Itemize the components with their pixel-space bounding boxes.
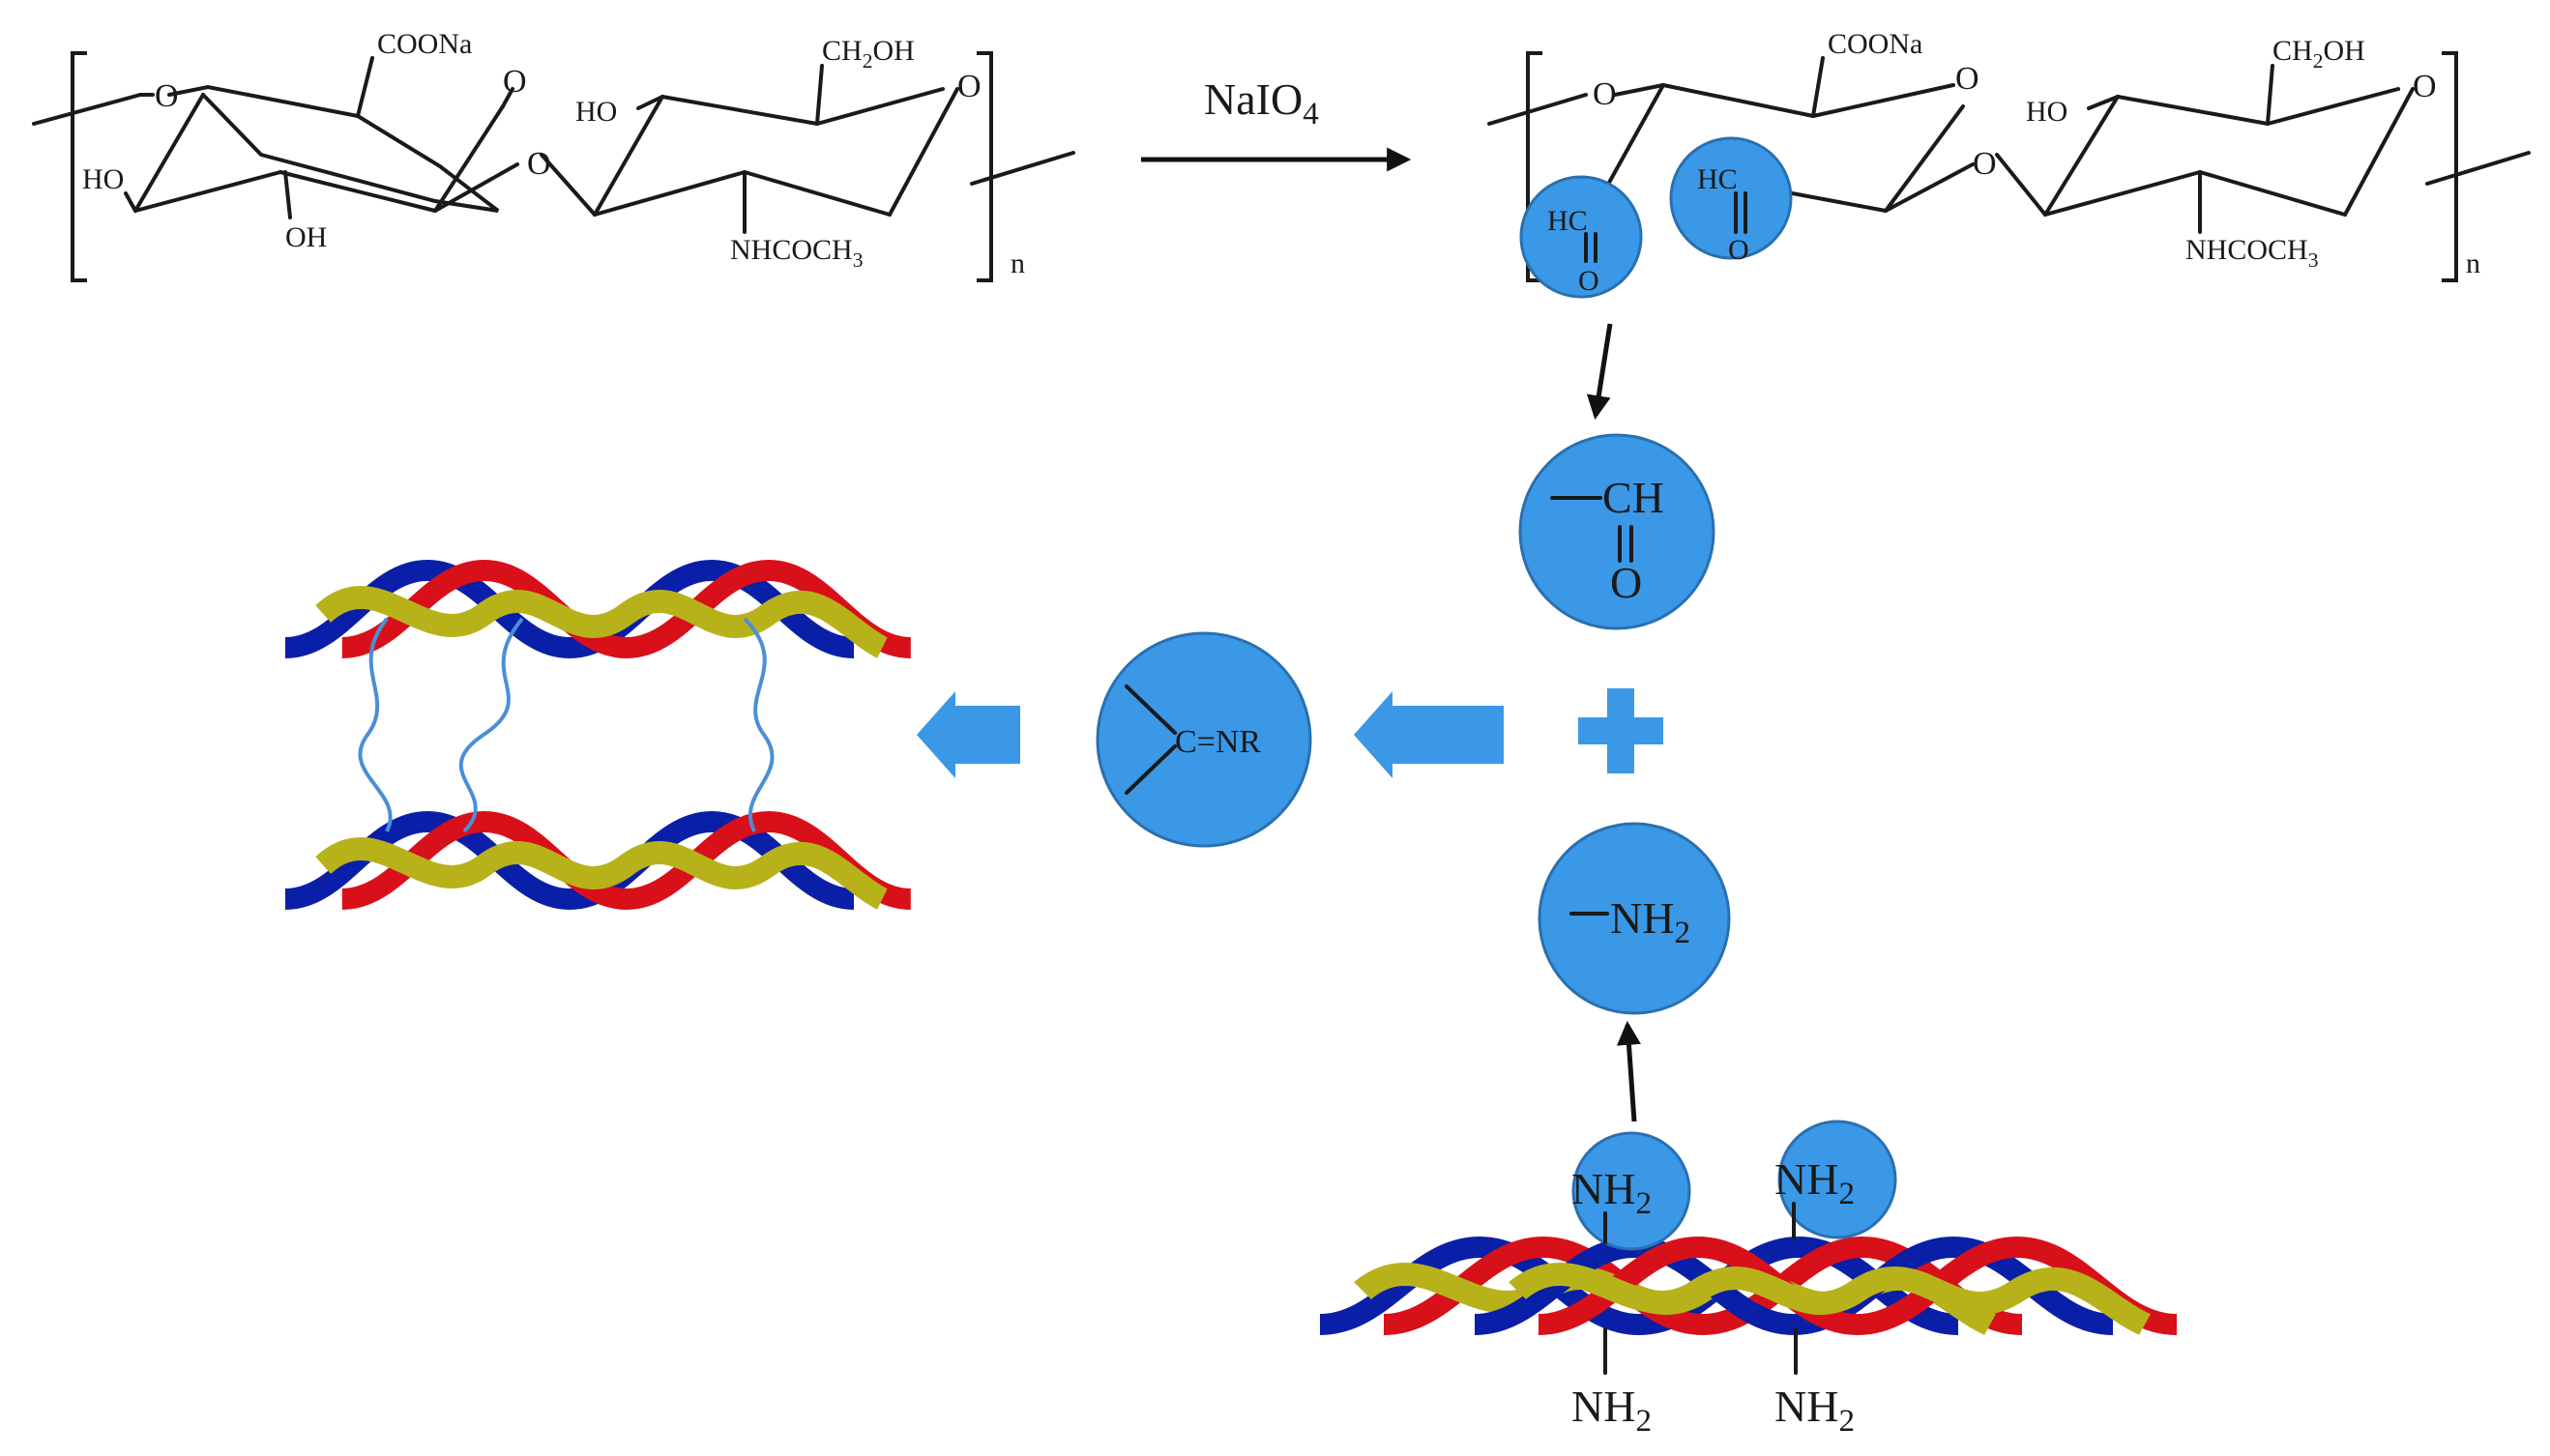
svg-text:NH2: NH2 (1774, 1154, 1855, 1211)
amine-circle: NH2 (1538, 822, 1731, 1015)
ring-oxygen-label: O (155, 78, 179, 114)
ring-oxygen-label: O (1955, 61, 1979, 97)
glycosidic-oxygen-label: O (1973, 146, 1997, 182)
glycosidic-oxygen-label: O (527, 146, 551, 182)
svg-text:CH: CH (1602, 473, 1664, 522)
ring-oxygen-label: O (957, 69, 982, 104)
svg-text:O: O (1728, 234, 1749, 266)
down-arrow (1586, 323, 1613, 421)
ho-label: HO (82, 163, 124, 195)
repeat-n-label: n (2466, 248, 2480, 279)
ch2oh-label: CH2OH (2272, 35, 2365, 73)
svg-text:HC: HC (1697, 163, 1738, 195)
coona-label: COONa (377, 28, 472, 60)
svg-text:HC: HC (1547, 205, 1588, 237)
svg-text:NH2: NH2 (1610, 893, 1690, 950)
ho-label: HO (575, 96, 617, 128)
reagent-label: NaIO4 (1204, 74, 1319, 131)
aldehyde-group-circle: HC O (1669, 136, 1793, 266)
svg-text:NH2: NH2 (1774, 1382, 1855, 1439)
ch2oh-label: CH2OH (822, 35, 915, 73)
oh-label: OH (285, 221, 327, 253)
ring-oxygen-label: O (1593, 76, 1617, 112)
aldehyde-circle: CH O (1518, 433, 1715, 630)
left-arrow-icon (917, 691, 1020, 778)
crosslinked-collagen (285, 570, 911, 899)
coona-label: COONa (1828, 28, 1922, 60)
ring-oxygen-label: O (503, 64, 527, 100)
hyaluronic-acid-structure: O O O O COONa HO OH HO CH2OH NHCOCH3 n (32, 28, 1075, 282)
up-arrow (1616, 1020, 1641, 1122)
svg-text:NH2: NH2 (1571, 1164, 1652, 1221)
left-arrow-icon (1354, 691, 1504, 778)
nhcoch3-label: NHCOCH3 (2185, 234, 2318, 272)
repeat-n-label: n (1011, 248, 1025, 279)
svg-text:O: O (1610, 558, 1642, 607)
svg-text:C=NR: C=NR (1175, 724, 1261, 760)
ring-oxygen-label: O (2413, 69, 2437, 104)
plus-icon (1578, 688, 1663, 773)
collagen-with-amines: NH2 NH2 NH2 NH2 (1320, 1120, 2177, 1439)
amine-group-circle (1777, 1120, 1897, 1239)
oxidation-arrow: NaIO4 (1141, 74, 1412, 172)
aldehyde-group-circle: HC O (1519, 175, 1643, 299)
svg-text:NH2: NH2 (1571, 1382, 1652, 1439)
imine-circle: C=NR (1096, 631, 1312, 848)
nhcoch3-label: NHCOCH3 (730, 234, 863, 272)
amine-group-circle (1571, 1131, 1691, 1251)
oxidized-hyaluronic-acid-structure: O O O O COONa HO CH2OH NHCOCH3 n HC O HC… (1487, 28, 2531, 299)
ho-label: HO (2026, 96, 2067, 128)
svg-text:O: O (1578, 265, 1599, 297)
